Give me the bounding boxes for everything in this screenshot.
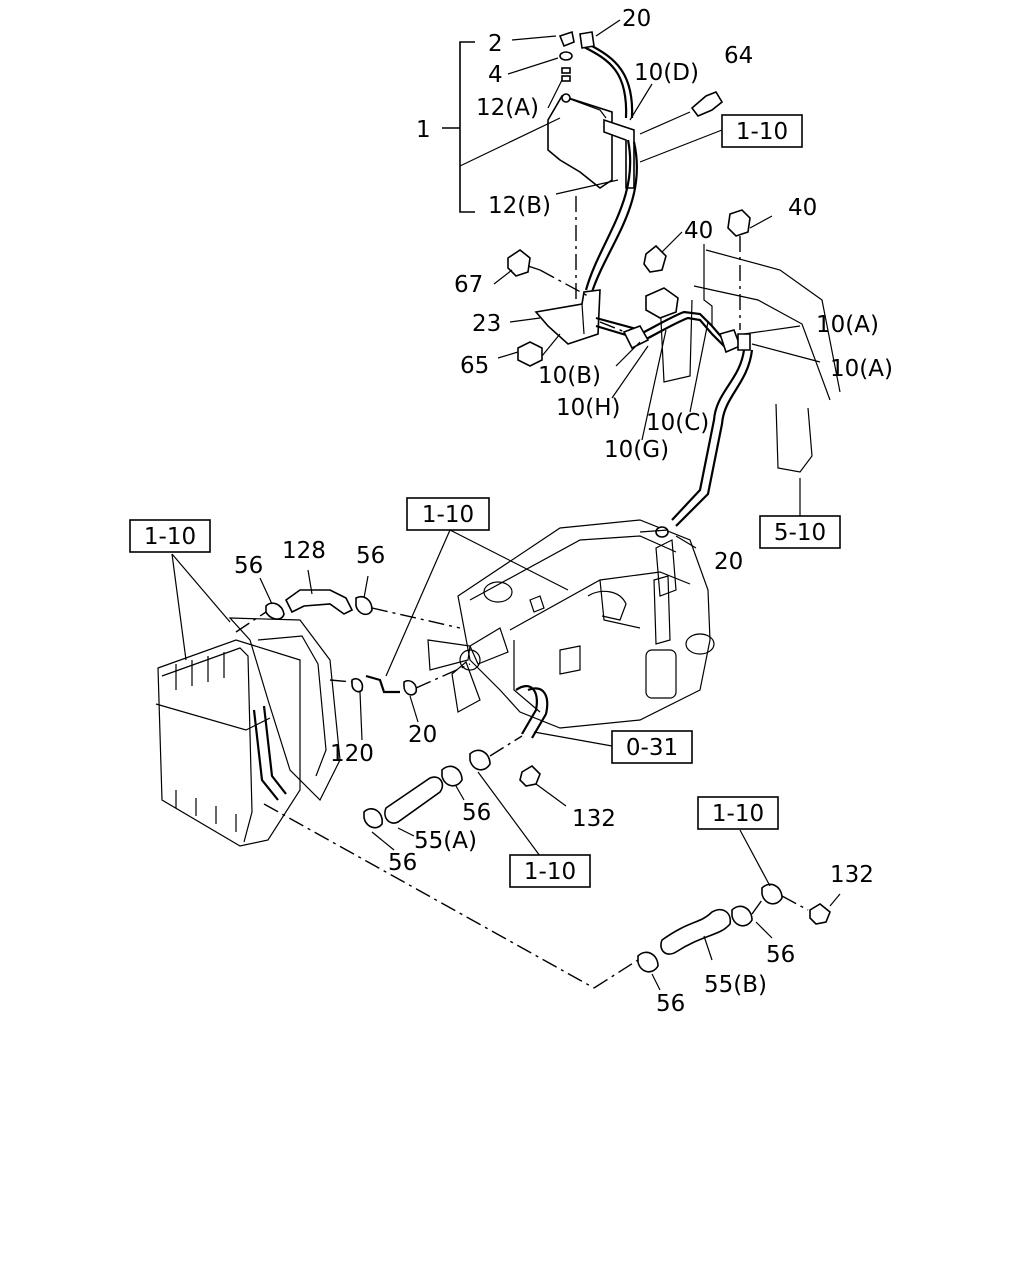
radiator [155, 589, 471, 847]
part-label-56-c: 56 [462, 800, 491, 826]
part-label-10a-2: 10(A) [830, 356, 893, 382]
ref-box-6: 1-10 [509, 854, 591, 888]
part-label-67: 67 [454, 272, 483, 298]
part-label-20-mid: 20 [408, 722, 437, 748]
part-label-10a-1: 10(A) [816, 312, 879, 338]
ref-box-4: 1-10 [129, 519, 211, 553]
part-label-132-b: 132 [830, 862, 874, 888]
reserve-tank-assembly [442, 19, 724, 300]
ref-label: 5-10 [774, 520, 826, 546]
ref-box-1: 1-10 [721, 114, 803, 148]
part-label-10b: 10(B) [538, 363, 601, 389]
part-label-10h: 10(H) [556, 395, 621, 421]
part-label-10g: 10(G) [604, 437, 669, 463]
part-label-56-a: 56 [234, 553, 263, 579]
ref-label: 1-10 [144, 524, 196, 550]
part-label-2: 2 [488, 31, 503, 57]
part-label-128: 128 [282, 538, 326, 564]
ref-box-2: 5-10 [759, 515, 841, 549]
part-label-1: 1 [416, 117, 431, 143]
part-label-56-e: 56 [766, 942, 795, 968]
part-label-132-a: 132 [572, 806, 616, 832]
ref-box-7: 1-10 [697, 796, 779, 830]
ref-box-5: 0-31 [611, 730, 693, 764]
ref-box-3: 1-10 [406, 497, 490, 531]
part-label-40-right: 40 [788, 195, 817, 221]
part-label-120: 120 [330, 741, 374, 767]
part-label-20-right: 20 [714, 549, 743, 575]
part-label-23: 23 [472, 311, 501, 337]
reference-leaders [171, 529, 697, 747]
ref-label: 1-10 [524, 859, 576, 885]
part-label-64: 64 [724, 43, 753, 69]
engine-block [427, 519, 715, 739]
part-label-4: 4 [488, 62, 503, 88]
part-label-10d: 10(D) [634, 60, 699, 86]
lower-bracket-assembly [493, 249, 641, 367]
part-label-56-f: 56 [656, 991, 685, 1017]
part-label-55b: 55(B) [704, 972, 767, 998]
ref-label: 1-10 [712, 801, 764, 827]
ref-label: 1-10 [422, 502, 474, 528]
part-label-55a: 55(A) [414, 828, 477, 854]
part-label-12b: 12(B) [488, 193, 551, 219]
ref-label: 0-31 [626, 735, 678, 761]
part-label-20-top: 20 [622, 6, 651, 32]
part-label-65: 65 [460, 353, 489, 379]
part-label-40-left: 40 [684, 218, 713, 244]
lower-hose-assembly [263, 735, 841, 991]
part-labels: 1 2 4 12(A) 12(B) 20 10(D) 64 40 40 67 2… [234, 6, 893, 1017]
ref-label: 1-10 [736, 119, 788, 145]
part-label-56-d: 56 [388, 850, 417, 876]
heater-pipe-assembly [611, 209, 841, 527]
part-label-10c: 10(C) [646, 410, 709, 436]
part-label-56-b: 56 [356, 543, 385, 569]
part-label-12a: 12(A) [476, 95, 539, 121]
